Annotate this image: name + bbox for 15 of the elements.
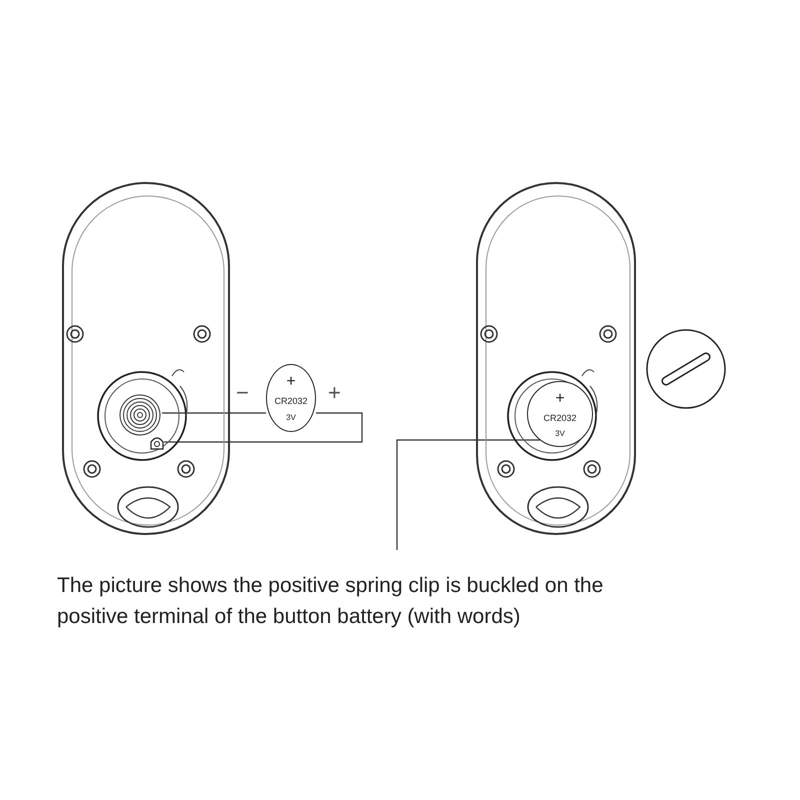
- cover-drawing: [646, 329, 726, 409]
- leader-line: [396, 439, 540, 550]
- polarity-sign: +: [328, 382, 341, 404]
- plus-sign: +: [555, 390, 565, 406]
- caption: The picture shows the positive spring clip is buckled on the positive terminal of the button battery (with words): [57, 573, 604, 630]
- battery-model-text: CR2032: [274, 397, 308, 406]
- polarity-sign: −: [236, 382, 249, 404]
- spring-clip-drawing: [148, 436, 166, 452]
- plus-sign: +: [286, 374, 296, 390]
- battery-model-text: CR2032: [543, 414, 577, 422]
- voltage-text: 3V: [555, 430, 565, 438]
- voltage-text: 3V: [286, 414, 296, 422]
- connector-line: [164, 412, 363, 443]
- coin-battery: [527, 381, 593, 447]
- connector-line: [162, 412, 266, 414]
